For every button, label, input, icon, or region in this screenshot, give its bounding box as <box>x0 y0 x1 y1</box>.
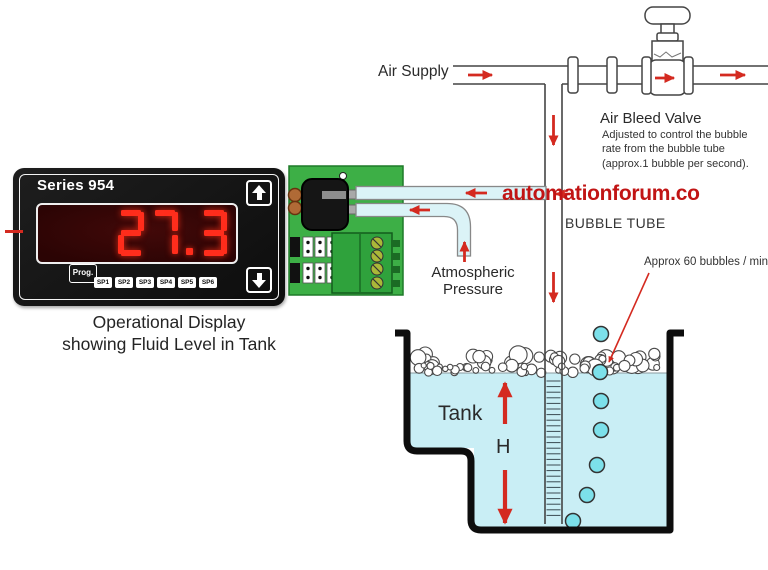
atmospheric-pressure-label: Atmospheric Pressure <box>431 264 515 299</box>
rising-bubbles <box>564 325 610 530</box>
display-caption: Operational Display showing Fluid Level … <box>38 311 300 355</box>
bubble-rate-label: Approx 60 bubbles / min. <box>644 256 768 268</box>
valve-left-flange <box>641 56 652 95</box>
panel-meter: Series 954 Prog. SP1 SP2 SP3 SP4 SP5 SP6 <box>13 168 285 306</box>
panel-meter-bezel-outline <box>19 174 279 300</box>
bubble-tube-label: BUBBLE TUBE <box>565 215 666 231</box>
model-label: Series 954 <box>37 177 115 194</box>
seven-segment-value <box>118 210 227 256</box>
air-supply-label: Air Supply <box>378 63 449 80</box>
sp5-button: SP5 <box>178 277 196 288</box>
tank-label: Tank <box>438 402 483 425</box>
caption-line-1: Operational Display <box>92 312 246 332</box>
flow-arrows <box>408 69 747 525</box>
signal-tube <box>355 185 547 201</box>
setpoint-button-row: SP1 SP2 SP3 SP4 SP5 SP6 <box>94 277 217 288</box>
down-arrow-icon <box>252 280 266 288</box>
sp3-button: SP3 <box>136 277 154 288</box>
pipe-flanges <box>567 56 618 94</box>
air-bleed-valve <box>641 6 694 96</box>
surface-foam-bubbles <box>409 345 661 379</box>
up-arrow-button <box>246 180 272 206</box>
copper-pad <box>287 200 303 216</box>
copper-pad <box>287 187 303 203</box>
prog-button: Prog. <box>69 264 97 283</box>
air-bleed-valve-title: Air Bleed Valve <box>600 110 702 127</box>
tank-outline <box>395 329 684 534</box>
sp4-button: SP4 <box>157 277 175 288</box>
down-arrow-button <box>246 267 272 293</box>
sp2-button: SP2 <box>115 277 133 288</box>
lcd-readout <box>36 203 238 264</box>
sp1-button: SP1 <box>94 277 112 288</box>
bubble-tube-pipe <box>544 84 563 524</box>
terminal-block <box>331 232 400 294</box>
display-pointer-tick <box>5 230 23 233</box>
valve-right-flange <box>683 56 694 95</box>
valve-packing-line <box>653 51 682 58</box>
tank <box>395 84 684 534</box>
watermark: automationforum.co <box>502 182 700 205</box>
air-bleed-valve-description: Adjusted to control the bubble rate from… <box>602 129 749 170</box>
sensor-board <box>287 165 404 296</box>
up-arrow-icon <box>252 185 266 193</box>
bubble-rate-pointer <box>608 272 650 363</box>
caption-line-2: showing Fluid Level in Tank <box>62 334 276 355</box>
valve-collar <box>656 32 679 42</box>
valve-handwheel <box>644 6 691 25</box>
tube-graduations <box>546 380 561 516</box>
sp6-button: SP6 <box>199 277 217 288</box>
height-symbol-label: H <box>496 436 511 458</box>
